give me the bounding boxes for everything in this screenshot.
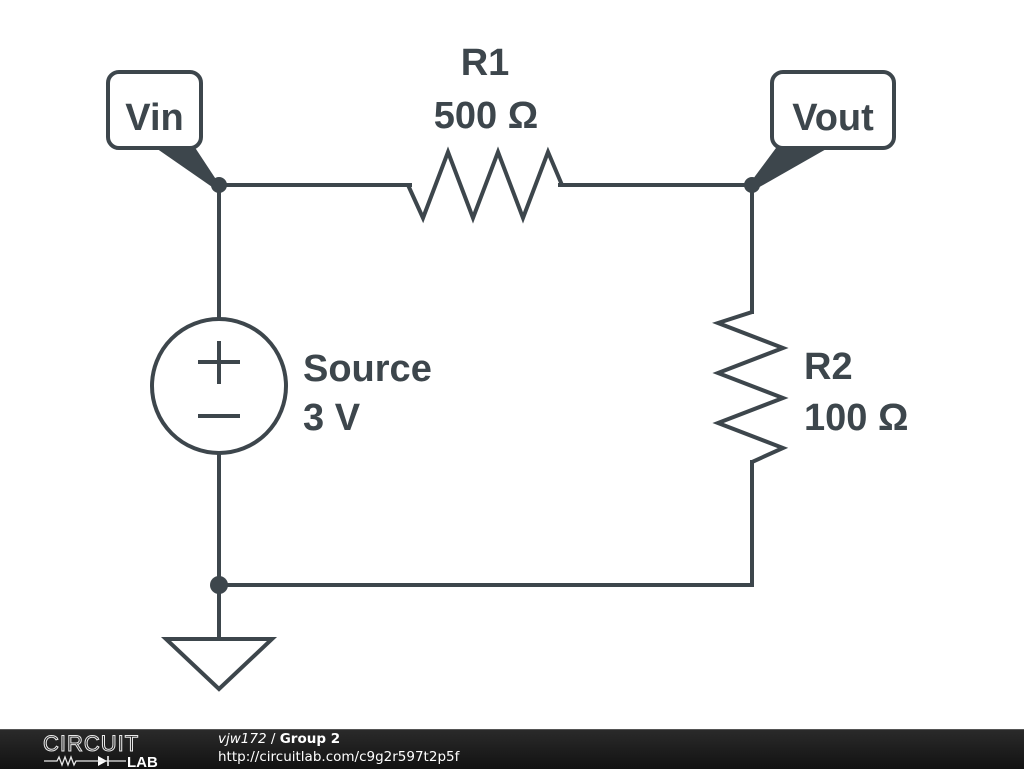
footer-title-line: vjw172 / Group 2 [218,731,340,747]
logo-resistor-icon [44,755,89,767]
logo-lab-text: LAB [127,754,158,769]
resistor-r2-value: 100 Ω [804,397,908,439]
footer-url-link[interactable]: http://circuitlab.com/c9g2r597t2p5f [218,749,460,765]
vout-label-text: Vout [792,97,874,139]
resistor-r2-name: R2 [804,346,853,388]
wires [217,183,754,641]
vin-pointer [153,146,221,189]
ground-symbol[interactable] [160,637,278,692]
vin-label-text: Vin [125,97,183,139]
junction-dot-ground[interactable] [210,576,228,594]
net-label-vout[interactable]: Vout [750,70,896,189]
resistor-r2[interactable]: R2 100 Ω [712,310,908,464]
voltage-source-name: Source [303,348,432,390]
vout-pointer [750,148,828,189]
vin-label-box[interactable] [106,70,203,150]
voltage-source[interactable]: Source 3 V [150,317,432,455]
resistor-r2-symbol[interactable] [712,310,789,464]
resistor-r1-value: 500 Ω [434,95,538,137]
ground-icon[interactable] [160,637,278,692]
schematic-canvas: R1 500 Ω R2 100 Ω Source 3 V Vin Vout [106,42,908,692]
footer-circuit-title[interactable]: Group 2 [279,731,341,747]
logo-circuit-text: CIRCUIT [43,731,139,756]
resistor-r1-name: R1 [461,42,510,84]
net-label-vin[interactable]: Vin [106,70,221,189]
footer-bar: CIRCUIT LAB vjw172 / Group 2 http://circ… [0,729,1024,769]
circuitlab-logo[interactable]: CIRCUIT LAB [40,730,180,769]
resistor-r1[interactable]: R1 500 Ω [406,42,564,224]
vout-label-box[interactable] [770,70,896,150]
voltage-source-circle[interactable] [150,317,288,455]
voltage-source-value: 3 V [303,397,361,439]
footer-user-link[interactable]: vjw172 [218,731,267,747]
resistor-r1-symbol[interactable] [406,146,564,224]
footer-separator: / [266,731,280,747]
